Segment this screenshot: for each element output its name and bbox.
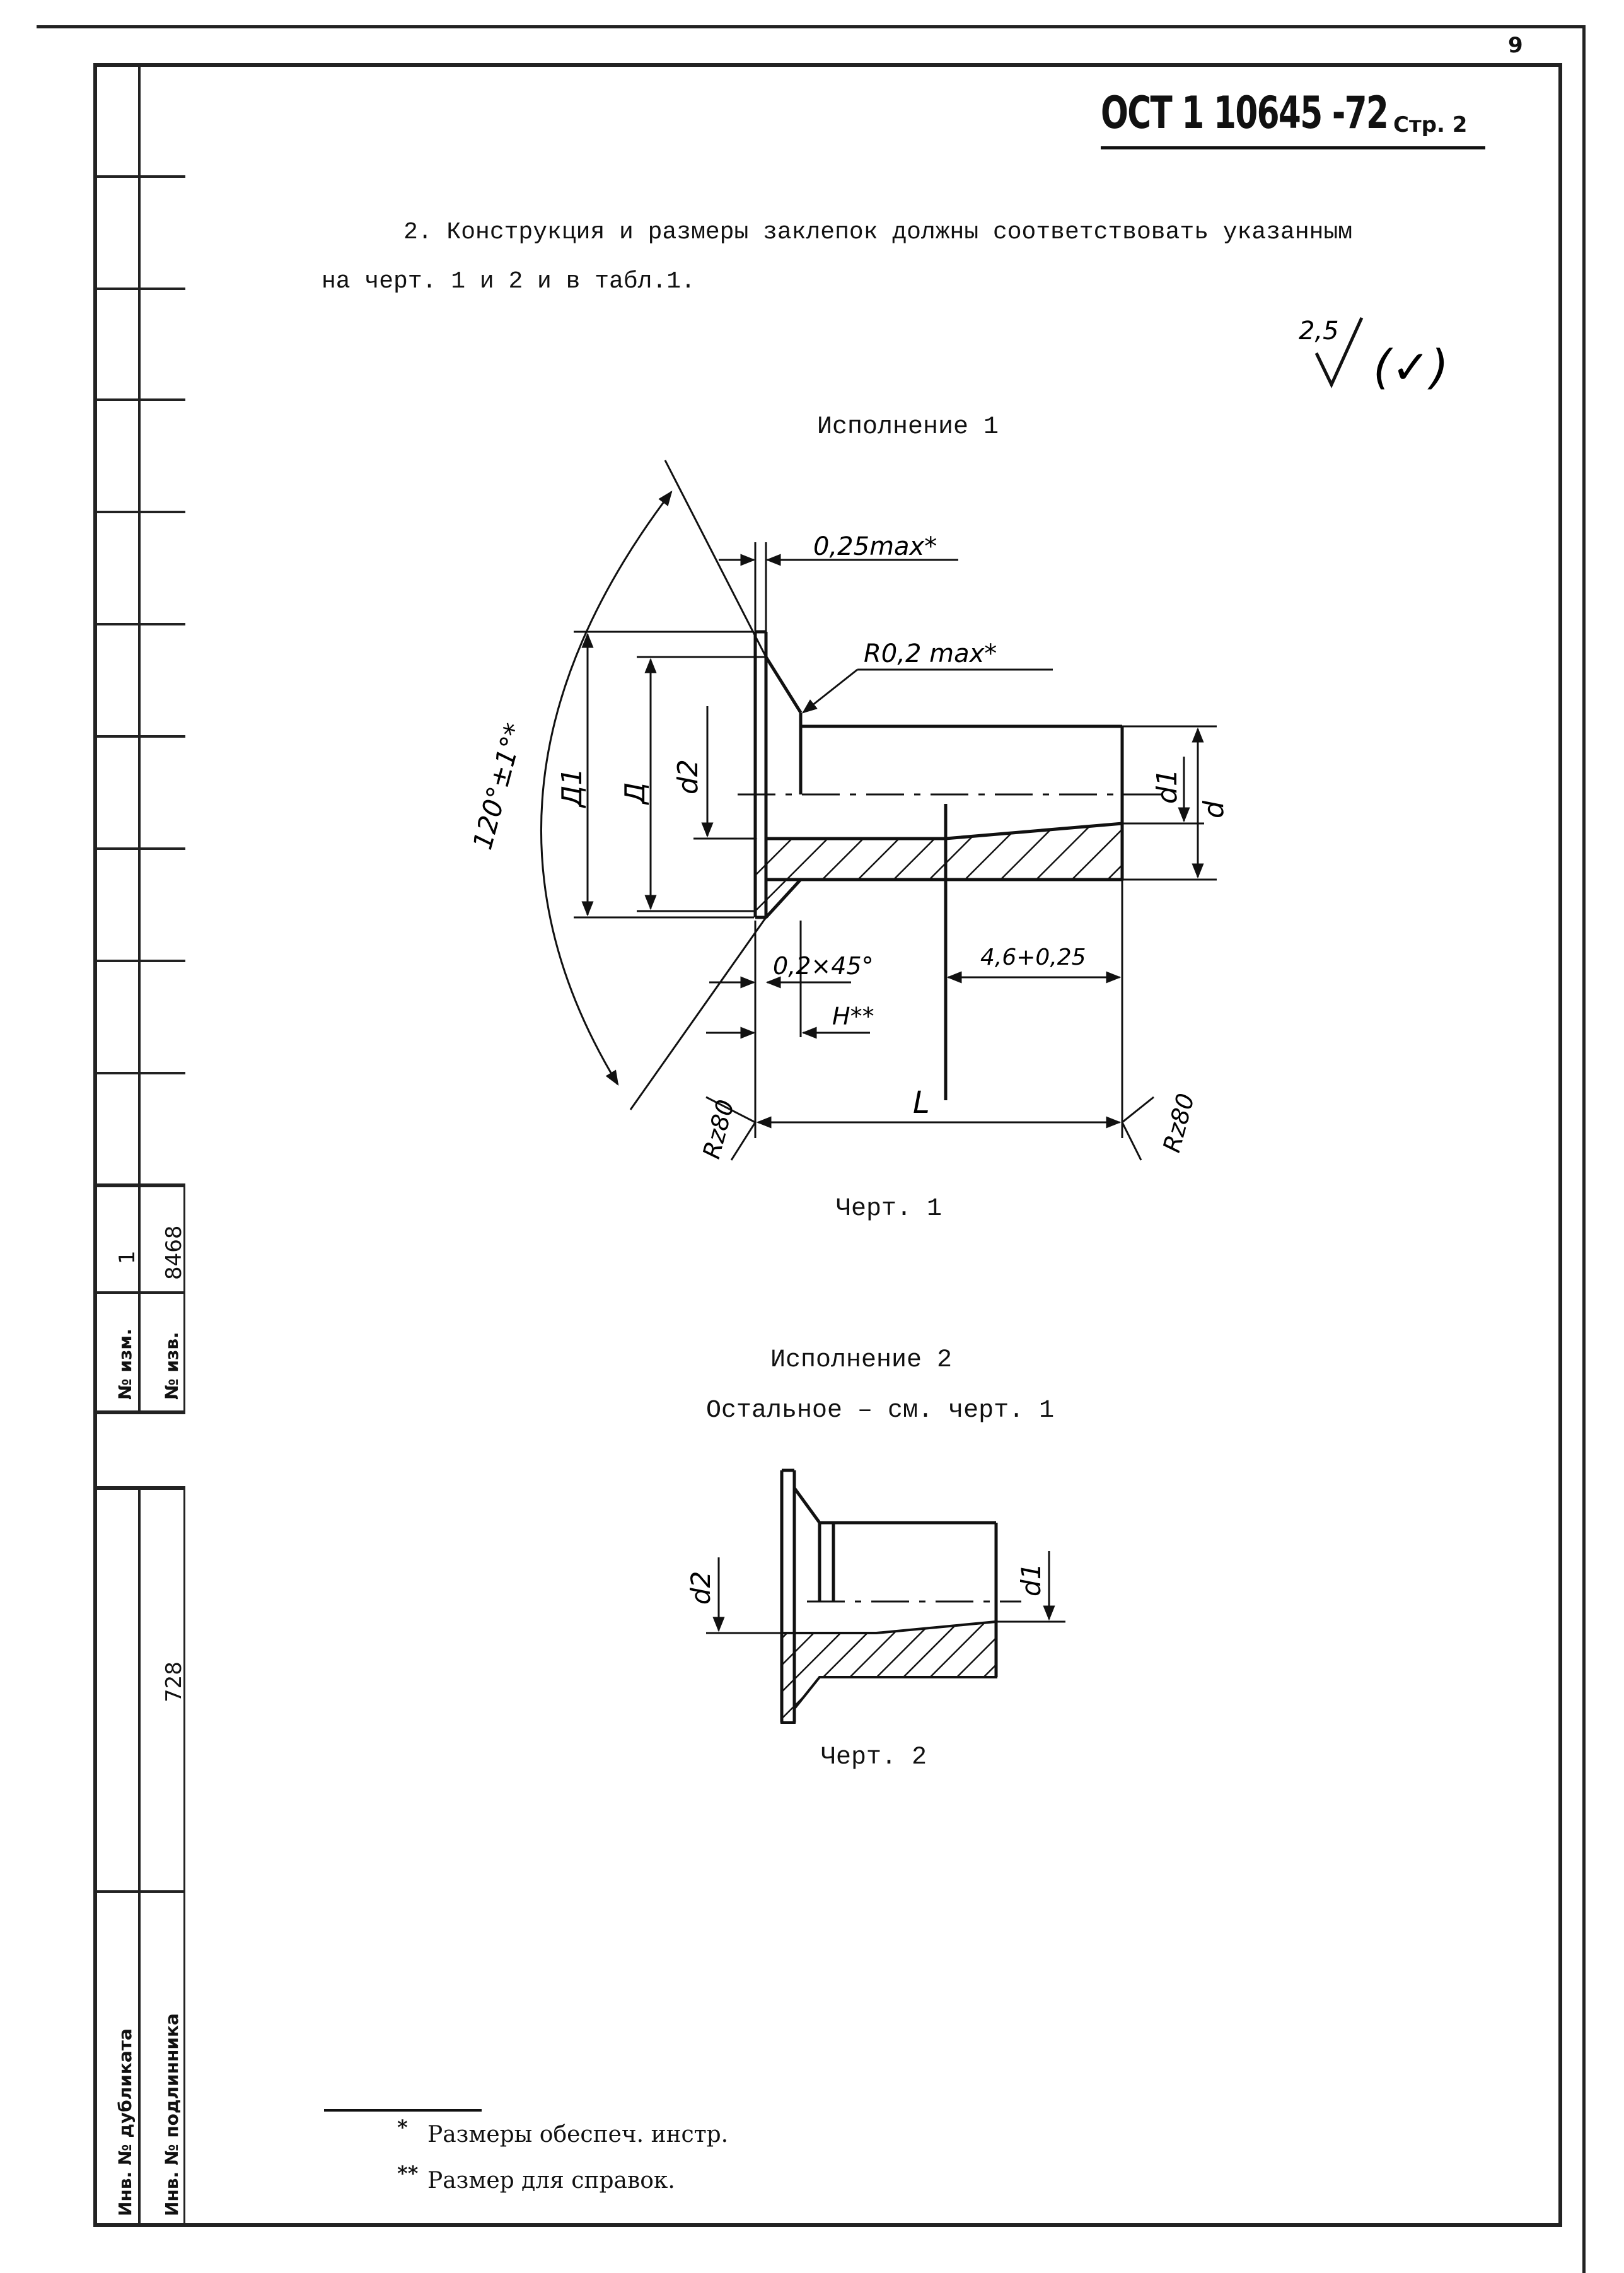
L-label: L xyxy=(913,1085,930,1120)
page-number: 9 xyxy=(1508,33,1523,58)
d-label: d xyxy=(1198,800,1230,818)
notice-no-value: 8468 xyxy=(161,1225,187,1280)
fig2-d1-label: d1 xyxy=(1016,1563,1047,1596)
d2-label: d2 xyxy=(672,759,704,794)
change-no-label: № изм. xyxy=(115,1328,136,1400)
figure1-title: Исполнение 1 xyxy=(817,413,999,441)
footnote-1: * Размеры обеспеч. инстр. xyxy=(397,2115,728,2148)
roughness-parenthesized: (✓) xyxy=(1373,340,1449,395)
footnote-2-mark: ** xyxy=(397,2161,419,2185)
roughness-symbol: 2,5 (✓) xyxy=(1299,317,1449,395)
document-page-label: Стр. 2 xyxy=(1393,112,1468,137)
fig2-d2-label: d2 xyxy=(685,1571,716,1605)
angle-label: 120°±1°* xyxy=(467,720,530,853)
figure1-caption: Черт. 1 xyxy=(836,1195,942,1223)
stamp-column: № изм. 1 № изв. 8468 Инв. № дубликата Ин… xyxy=(93,63,187,2227)
footnote-2-text: Размер для справок. xyxy=(427,2168,675,2194)
chamfer-label: 0,2×45° xyxy=(773,952,874,980)
paragraph-line-1: 2. Конструкция и размеры заклепок должны… xyxy=(403,219,1353,246)
footnote-1-text: Размеры обеспеч. инстр. xyxy=(427,2122,729,2148)
figure2-caption: Черт. 2 xyxy=(821,1743,927,1772)
H-label: H** xyxy=(832,1003,874,1030)
figure2-drawing: d2 d1 xyxy=(685,1468,1065,1724)
outer-frame-edge xyxy=(37,25,1586,2273)
figure2-title: Исполнение 2 xyxy=(770,1346,953,1375)
header-underline xyxy=(1101,146,1485,149)
chamfer-max-label: 0,25max* xyxy=(813,532,937,561)
d1-label: d1 xyxy=(1151,769,1183,804)
footnote-separator xyxy=(324,2109,482,2112)
footnote-2: ** Размер для справок. xyxy=(397,2161,675,2194)
radius-label: R0,2 max* xyxy=(864,639,997,668)
duplicate-inv-label: Инв. № дубликата xyxy=(115,2028,136,2216)
original-inv-label: Инв. № подлинника xyxy=(161,2013,182,2216)
paragraph-line-2: на черт. 1 и 2 и в табл.1. xyxy=(322,268,695,295)
document-code: ОСТ 1 10645 -72 xyxy=(1101,87,1389,139)
figure1-drawing: 120°±1°* 0,25max* R0,2 max* Д1 Д d2 d1 d… xyxy=(467,460,1230,1161)
stamp-grid xyxy=(93,63,185,2227)
original-inv-value: 728 xyxy=(161,1661,187,1702)
change-no-value: 1 xyxy=(115,1250,140,1264)
footnote-1-mark: * xyxy=(397,2115,408,2139)
length-tol-label: 4,6+0,25 xyxy=(980,945,1086,970)
roughness-value: 2,5 xyxy=(1299,317,1339,346)
rz-right-label: Rz80 xyxy=(1157,1090,1200,1155)
rz-left-label: Rz80 xyxy=(697,1096,740,1161)
D1-label: Д1 xyxy=(556,768,588,808)
figure2-subtitle: Остальное – см. черт. 1 xyxy=(706,1397,1055,1425)
requirement-paragraph: 2. Конструкция и размеры заклепок должны… xyxy=(322,208,1500,306)
notice-no-label: № изв. xyxy=(161,1332,182,1400)
D-label: Д xyxy=(619,782,651,805)
